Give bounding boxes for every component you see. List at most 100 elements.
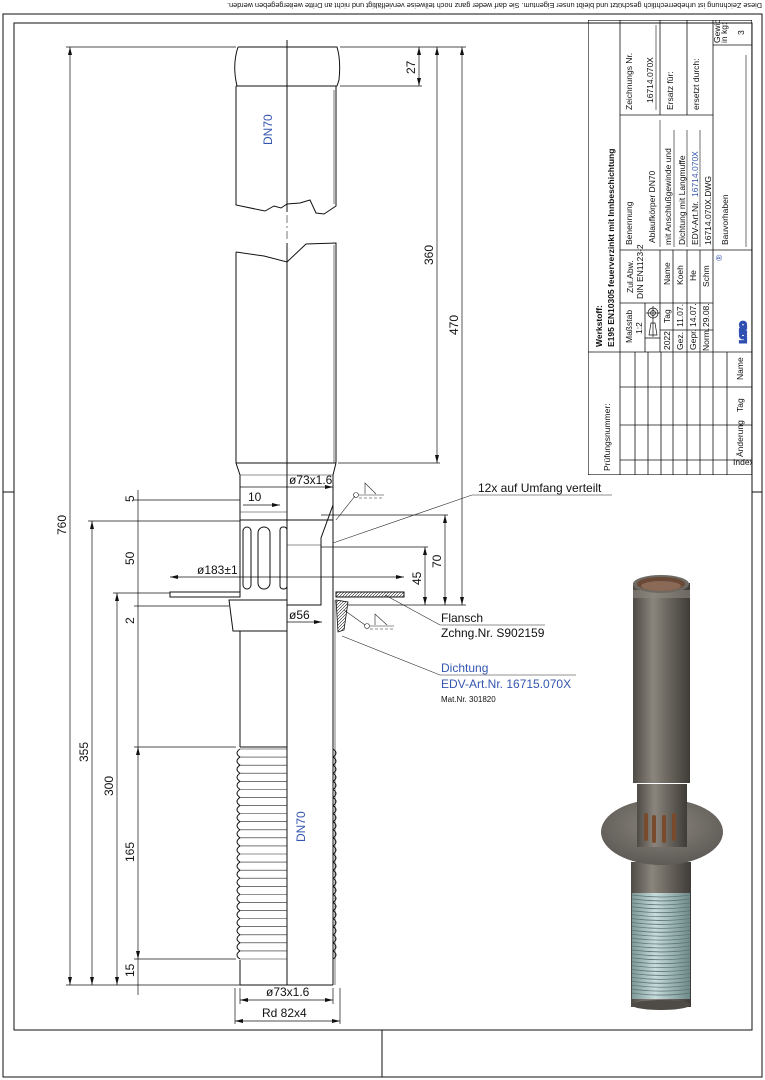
dn70-label-bottom: DN70 (294, 811, 308, 842)
thread-rib (236, 764, 337, 774)
werkstoff-value: E195 EN10305 feuerverzinkt mit Innbeschi… (606, 149, 616, 347)
thread-rib (236, 837, 337, 847)
upper-pipe-section (234, 46, 341, 476)
render-thread-rib (631, 902, 691, 906)
dim-diameter-56: ø56 (289, 608, 310, 622)
zulabw-value: DIN EN1123-2 (635, 244, 645, 299)
thread-rib (236, 942, 337, 952)
edv-label: EDV-Art.Nr. (690, 201, 700, 245)
dim-360: 360 (422, 245, 436, 265)
approval-role: Gez. (675, 332, 685, 350)
callout-seal-material: Mat.Nr. 301820 (441, 695, 496, 704)
thread-rib (236, 869, 337, 879)
render-thread-rib (631, 973, 691, 976)
thread-rib (236, 885, 337, 895)
render-thread-rib (631, 929, 691, 933)
approval-role: Norm. (701, 328, 711, 351)
approval-role: Gepr. (688, 329, 698, 350)
render-thread-rib (631, 992, 691, 996)
render-thread-rib (631, 925, 691, 929)
thread-rib (236, 813, 337, 823)
thread-rib (236, 902, 337, 911)
revision-name-header: Name (735, 357, 745, 380)
thread-rib (236, 788, 337, 798)
thread-rib (236, 805, 337, 815)
thread-rib (236, 829, 337, 839)
render-thread-rib (631, 953, 691, 957)
render-thread-rib (631, 957, 691, 961)
massstab-label: Maßstab (624, 310, 634, 343)
thread-rib (236, 950, 337, 960)
thread-rib (236, 934, 337, 944)
gewicht-label: Gewicht (712, 20, 722, 43)
callout-seal-ref: EDV-Art.Nr. 16715.070X (441, 677, 571, 691)
dim-470: 470 (447, 315, 461, 335)
massstab-value: 1:2 (634, 322, 644, 334)
callout-seal-title: Dichtung (441, 661, 488, 675)
dim-27: 27 (404, 60, 418, 74)
dim-70: 70 (430, 554, 444, 568)
callout-flange-title: Flansch (441, 611, 483, 625)
approval-name: Koeh (675, 265, 685, 285)
thread-rib (236, 821, 337, 831)
dim-diameter-flange: ø183±1 (197, 563, 238, 577)
approval-year: 2022 (662, 331, 672, 350)
weld-symbol-icon (343, 609, 394, 630)
render-thread-rib (631, 894, 691, 898)
thread-rib (236, 877, 337, 887)
weld-symbol-icon (335, 482, 384, 521)
dim-thread: Rd 82x4 (262, 1006, 307, 1020)
render-thread-rib (631, 937, 691, 941)
drawing-frame (2, 13, 763, 1078)
thread-rib (236, 893, 337, 903)
benennung-line: mit Anschlußgewinde und (663, 148, 673, 245)
approval-name-header: Name (662, 262, 672, 285)
approval-date: 29.08. (701, 303, 711, 327)
render-thread-rib (631, 898, 691, 902)
lower-pipe-section (236, 600, 337, 986)
approval-date: 11.07. (675, 304, 685, 327)
revision-tag-header: Tag (735, 398, 745, 412)
render-thread-rib (631, 965, 691, 969)
render-thread-rib (631, 988, 691, 992)
approval-name: Schm (701, 265, 711, 287)
zeichnungsnr-value: 16714.070X (645, 57, 655, 103)
title-block: Prüfungsnummer: Werkstoff: E195 EN10305 … (588, 20, 752, 475)
dim-diameter-bottom: ø73x1.6 (266, 985, 310, 999)
render-thread-rib (631, 969, 691, 972)
thread-rib (236, 845, 337, 855)
thread-rib (236, 926, 337, 936)
approval-tag-header: Tag (662, 309, 672, 323)
benennung-label: Benennung (624, 201, 634, 245)
render-thread-rib (631, 918, 691, 921)
approval-name: He (688, 270, 698, 281)
dim-760: 760 (55, 515, 69, 535)
thread-rib (236, 918, 337, 928)
dim-165: 165 (123, 842, 137, 862)
render-thread-rib (631, 976, 691, 980)
thread-rib (236, 853, 337, 863)
ersatz-fuer-label: Ersatz für: (665, 71, 675, 110)
logo-registered-mark: ® (714, 254, 724, 261)
zulabw-label: Zul.Abw. (625, 260, 635, 293)
thread-rib (236, 772, 337, 782)
thread-rib (236, 756, 337, 766)
render-thread-rib (631, 984, 691, 988)
render-thread-rib (631, 922, 691, 925)
callout-flange-ref: Zchng.Nr. S902159 (441, 626, 545, 640)
thread-rib (236, 861, 337, 871)
render-thread-rib (631, 980, 691, 984)
thread-rib (236, 797, 337, 806)
edv-value: 16714.070X (690, 151, 700, 197)
loro-logo: LORO (738, 321, 748, 343)
bauvorhaben-label: Bauvorhaben (720, 194, 730, 245)
dim-45: 45 (410, 571, 424, 585)
dim-5: 5 (123, 495, 137, 502)
thread-rib (236, 780, 337, 790)
render-thread-rib (631, 910, 691, 914)
dn70-label-top: DN70 (261, 114, 275, 145)
dim-50: 50 (123, 551, 137, 565)
render-thread-rib (631, 961, 691, 965)
dimension-lines (66, 46, 466, 1024)
benennung-line: Dichtung mit Langmuffe (677, 155, 687, 245)
